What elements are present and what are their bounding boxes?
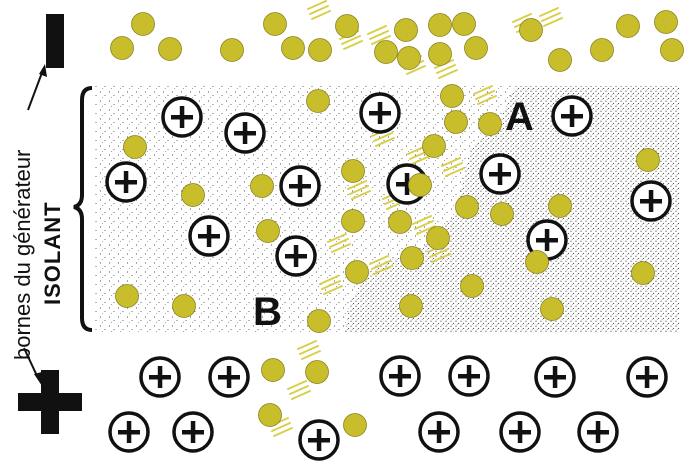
positive-ion (450, 357, 488, 395)
electron (375, 41, 398, 64)
electron (429, 43, 452, 66)
electron (409, 174, 432, 197)
electron (632, 262, 655, 285)
positive-ion (420, 413, 458, 451)
electron (479, 113, 502, 136)
electron (336, 15, 359, 38)
positive-ion (141, 358, 179, 396)
electron (306, 361, 329, 384)
electron (549, 49, 572, 72)
electron (173, 295, 196, 318)
electron (111, 37, 134, 60)
electron (398, 47, 421, 70)
electron (264, 13, 287, 36)
electron (182, 184, 205, 207)
insulator-brace (74, 88, 92, 330)
minus-terminal-sign (46, 14, 64, 68)
electron (395, 19, 418, 42)
insulator-label: ISOLANT (40, 201, 65, 305)
positive-ion (190, 217, 228, 255)
arrow-to-minus (28, 70, 43, 110)
electron (591, 39, 614, 62)
motion-trail (298, 341, 320, 359)
positive-ion (628, 358, 666, 396)
electron (344, 414, 367, 437)
electron (308, 310, 331, 333)
electron (520, 19, 543, 42)
electron (159, 38, 182, 61)
positive-ion (210, 358, 248, 396)
positive-ion (110, 413, 148, 451)
positive-ion (579, 413, 617, 451)
positive-ion (281, 167, 319, 205)
electron (445, 111, 468, 134)
terminals-label: bornes du générateur (10, 150, 35, 360)
electron (401, 247, 424, 270)
positive-ion (481, 155, 519, 193)
electron (259, 404, 282, 427)
electron (124, 136, 147, 159)
plus-terminal-sign (18, 370, 82, 434)
electron (549, 195, 572, 218)
positive-ion (163, 98, 201, 136)
electron (491, 203, 514, 226)
electron (342, 210, 365, 233)
electron (221, 39, 244, 62)
electron (342, 160, 365, 183)
electron (453, 13, 476, 36)
electron (282, 37, 305, 60)
positive-ion (174, 413, 212, 451)
motion-trail (288, 381, 310, 399)
electron (132, 13, 155, 36)
region-b-label: B (253, 290, 282, 334)
electron (116, 285, 139, 308)
electron (309, 39, 332, 62)
electron (461, 275, 484, 298)
electron (423, 135, 446, 158)
positive-ion (300, 421, 338, 459)
electron (526, 251, 549, 274)
electron (262, 359, 285, 382)
electron (307, 90, 330, 113)
region-a-label: A (505, 95, 534, 139)
positive-ion (381, 357, 419, 395)
positive-ion (107, 163, 145, 201)
electron (427, 227, 450, 250)
electron (257, 220, 280, 243)
electron (637, 149, 660, 172)
electron (465, 37, 488, 60)
electron (251, 175, 274, 198)
positive-ion (226, 114, 264, 152)
electron (456, 196, 479, 219)
electron (541, 298, 564, 321)
electron (655, 11, 678, 34)
electron (429, 14, 452, 37)
electron (346, 261, 369, 284)
positive-ion (277, 237, 315, 275)
positive-ion (536, 358, 574, 396)
positive-ion (632, 182, 670, 220)
electron (617, 15, 640, 38)
positive-ion (361, 94, 399, 132)
electron (389, 211, 412, 234)
positive-ion (553, 97, 591, 135)
motion-trail (540, 8, 562, 26)
electron (441, 85, 464, 108)
motion-trail (308, 1, 330, 19)
electron (661, 39, 684, 62)
positive-ion (501, 413, 539, 451)
electron (400, 295, 423, 318)
